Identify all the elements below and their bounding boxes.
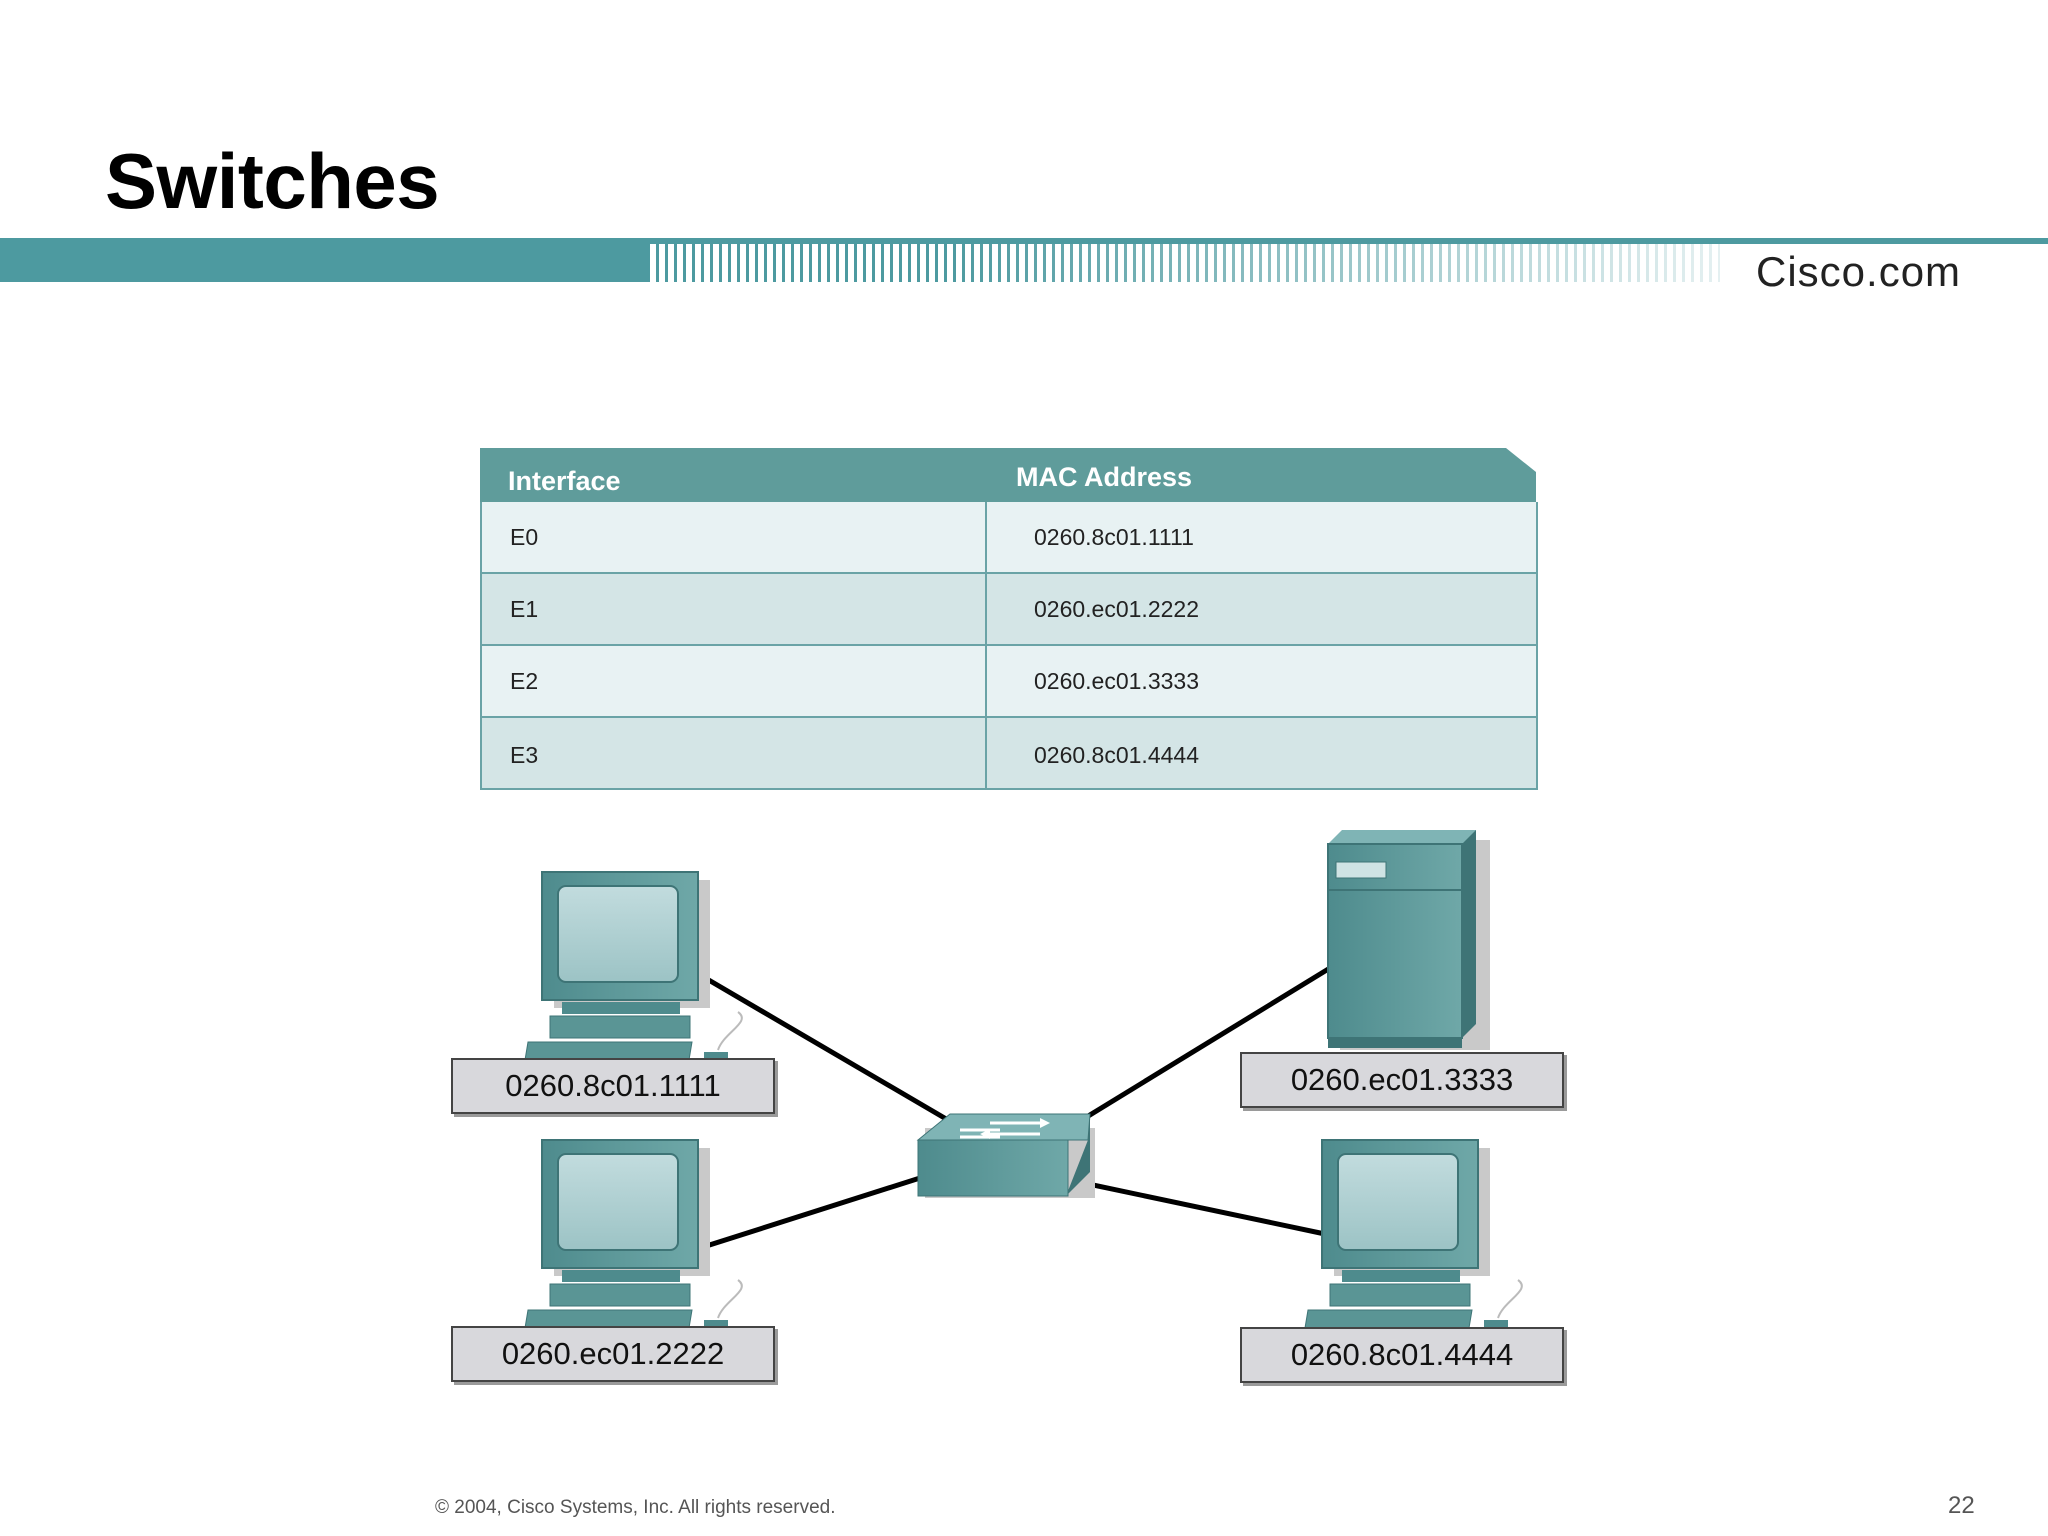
mac-label-bottom-right: 0260.8c01.4444 bbox=[1240, 1327, 1564, 1383]
slide-title: Switches bbox=[105, 137, 440, 225]
cable-e3 bbox=[1059, 1175, 1326, 1237]
desktop-computer-icon bbox=[523, 871, 743, 1077]
mac-cell: 0260.8c01.4444 bbox=[1034, 742, 1199, 768]
page-number: 22 bbox=[1948, 1492, 1975, 1519]
mac-column-header: MAC Address bbox=[1016, 462, 1193, 492]
banner-line bbox=[600, 238, 2048, 244]
mac-label-top-left: 0260.8c01.1111 bbox=[451, 1058, 775, 1114]
interface-cell: E2 bbox=[510, 668, 539, 694]
banner-bar bbox=[0, 238, 650, 282]
table-row: E3 0260.8c01.4444 bbox=[480, 718, 1538, 790]
desktop-computer-icon bbox=[523, 1139, 743, 1345]
mac-cell: 0260.8c01.1111 bbox=[1034, 524, 1194, 550]
mac-cell: 0260.ec01.2222 bbox=[1034, 596, 1199, 622]
table-header: Interface MAC Address bbox=[480, 448, 1536, 502]
header-banner bbox=[0, 236, 2048, 284]
interface-column-header: Interface bbox=[508, 466, 621, 496]
copyright-footer: © 2004, Cisco Systems, Inc. All rights r… bbox=[435, 1497, 836, 1518]
brand-logo: Cisco.com bbox=[1756, 248, 1962, 295]
server-icon bbox=[1327, 830, 1490, 1050]
interface-cell: E3 bbox=[510, 742, 539, 768]
cable-e1 bbox=[699, 1175, 921, 1251]
mac-cell: 0260.ec01.3333 bbox=[1034, 668, 1199, 694]
switch-icon bbox=[916, 1113, 1095, 1198]
table-row: E0 0260.8c01.1111 bbox=[480, 502, 1538, 574]
mac-address-table: Interface MAC Address E0 0260.8c01.1111 … bbox=[480, 448, 1538, 794]
banner-ticks bbox=[620, 244, 1720, 282]
table-row: E1 0260.ec01.2222 bbox=[480, 574, 1538, 646]
mac-label-bottom-left: 0260.ec01.2222 bbox=[451, 1326, 775, 1382]
mac-label-top-right: 0260.ec01.3333 bbox=[1240, 1052, 1564, 1108]
desktop-computer-icon bbox=[1303, 1139, 1523, 1345]
cable-e0 bbox=[693, 969, 967, 1133]
cable-e2 bbox=[1083, 965, 1332, 1121]
interface-cell: E1 bbox=[510, 596, 539, 622]
interface-cell: E0 bbox=[510, 524, 539, 550]
table-row: E2 0260.ec01.3333 bbox=[480, 646, 1538, 718]
